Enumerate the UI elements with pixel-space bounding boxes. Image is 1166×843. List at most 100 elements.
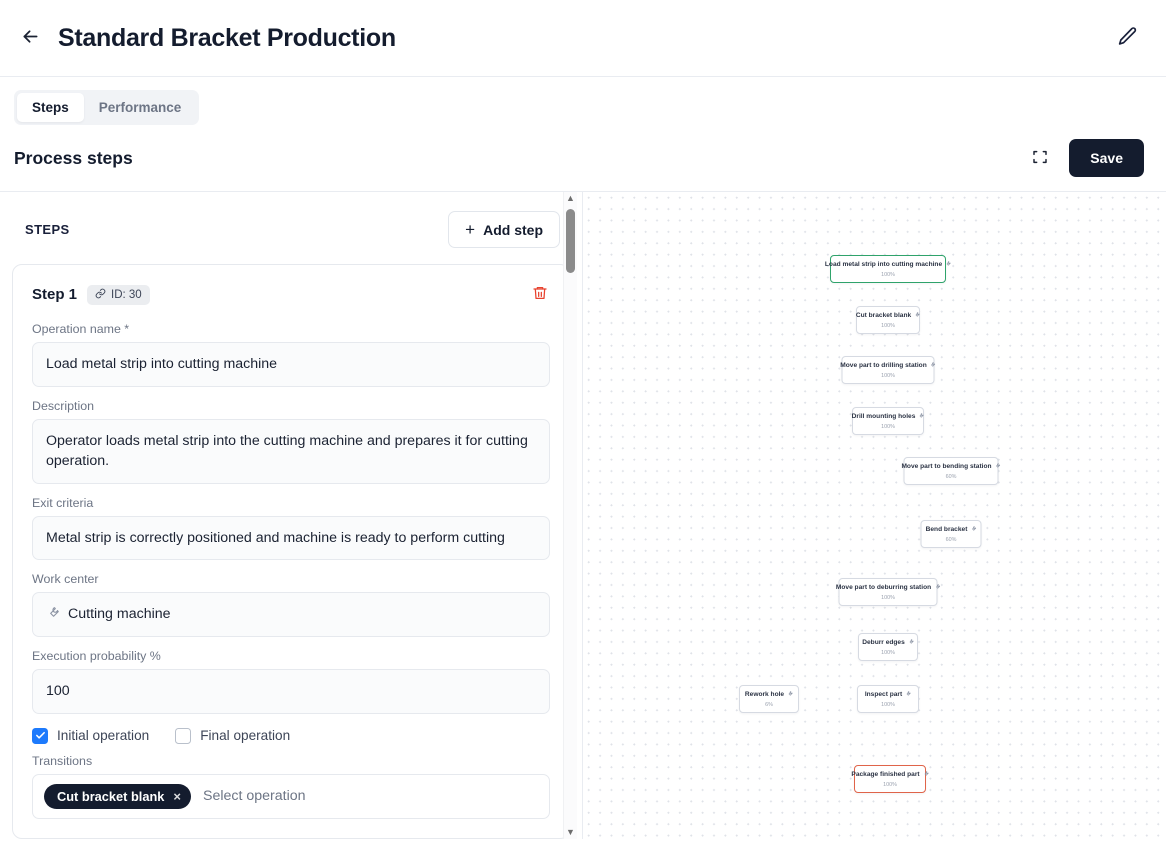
delete-step-button[interactable] xyxy=(530,283,550,306)
section-title: Process steps xyxy=(14,147,133,168)
steps-pane: STEPS + Add step Step 1 ID: 30 xyxy=(0,192,583,839)
tabs-container: Steps Performance xyxy=(0,77,1166,125)
wrench-icon xyxy=(923,770,929,780)
steps-heading: STEPS xyxy=(25,222,70,237)
flow-node-title: Drill mounting holes xyxy=(852,412,924,422)
scrollbar-thumb[interactable] xyxy=(566,209,575,273)
flow-node-title: Bend bracket xyxy=(926,525,976,535)
transitions-label: Transitions xyxy=(32,753,93,768)
wrench-icon xyxy=(930,361,936,371)
checkbox-final-operation[interactable]: Final operation xyxy=(175,727,291,744)
flow-node-probability: 100% xyxy=(883,781,897,788)
flow-node-title: Move part to drilling station xyxy=(840,361,936,371)
wrench-icon xyxy=(970,525,976,535)
main-split: STEPS + Add step Step 1 ID: 30 xyxy=(0,191,1166,839)
step-id-text: ID: 30 xyxy=(111,288,142,301)
wrench-icon xyxy=(995,462,1001,472)
work-center-input[interactable]: Cutting machine xyxy=(32,592,550,637)
step-number: Step 1 xyxy=(32,286,78,303)
trash-icon xyxy=(532,285,548,304)
scroll-up-icon[interactable]: ▲ xyxy=(566,193,575,203)
save-button[interactable]: Save xyxy=(1069,139,1144,177)
link-icon xyxy=(95,288,106,302)
flow-node-title: Package finished part xyxy=(851,770,929,780)
checkbox-initial-label: Initial operation xyxy=(57,728,150,744)
flow-node-probability: 60% xyxy=(945,473,957,480)
execution-probability-label: Execution probability % xyxy=(32,648,161,663)
tab-performance[interactable]: Performance xyxy=(84,93,197,122)
edit-button[interactable] xyxy=(1110,21,1144,55)
app-header: Standard Bracket Production xyxy=(0,0,1166,77)
checkbox-initial-operation[interactable]: Initial operation xyxy=(32,727,150,744)
add-step-label: Add step xyxy=(483,221,543,238)
description-label: Description xyxy=(32,398,94,413)
flow-node-probability: 100% xyxy=(881,372,895,379)
back-button[interactable] xyxy=(14,22,46,54)
steps-header: STEPS + Add step xyxy=(0,192,582,264)
exit-criteria-field: Exit criteria Metal strip is correctly p… xyxy=(32,496,550,561)
tab-steps[interactable]: Steps xyxy=(17,93,84,122)
step-card-header: Step 1 ID: 30 xyxy=(32,283,550,306)
operation-name-field: Operation name * Load metal strip into c… xyxy=(32,322,550,387)
steps-scrollbar[interactable]: ▲ ▼ xyxy=(563,192,577,839)
flow-node-title: Deburr edges xyxy=(862,638,914,648)
flow-node-probability: 100% xyxy=(881,594,895,601)
checkbox-initial-box xyxy=(32,727,48,744)
wrench-icon xyxy=(787,690,793,700)
fullscreen-button[interactable] xyxy=(1025,143,1055,173)
step-id-badge: ID: 30 xyxy=(87,284,150,305)
add-step-button[interactable]: + Add step xyxy=(448,211,560,248)
scrollbar-track[interactable] xyxy=(564,205,577,826)
operation-name-label: Operation name * xyxy=(32,322,130,336)
wrench-icon xyxy=(945,260,951,270)
step-card: Step 1 ID: 30 Operatio xyxy=(12,264,570,839)
flow-node-probability: 60% xyxy=(945,536,957,543)
plus-icon: + xyxy=(465,220,476,239)
flow-node-title: Cut bracket blank xyxy=(856,311,920,321)
flow-node-title: Rework hole xyxy=(745,690,793,700)
steps-scroll-region[interactable]: Step 1 ID: 30 Operatio xyxy=(0,264,582,839)
close-icon[interactable]: × xyxy=(173,788,181,804)
work-center-value: Cutting machine xyxy=(68,606,171,623)
execution-probability-field: Execution probability % 100 xyxy=(32,649,550,714)
transitions-placeholder: Select operation xyxy=(202,788,306,805)
transition-chip[interactable]: Cut bracket blank × xyxy=(44,783,191,809)
scroll-down-icon[interactable]: ▼ xyxy=(566,827,575,837)
wrench-icon xyxy=(908,638,914,648)
wrench-icon xyxy=(934,583,940,593)
wrench-icon xyxy=(905,690,911,700)
operation-flags-row: Initial operation Final operation xyxy=(32,727,550,744)
section-bar: Process steps Save xyxy=(0,125,1166,191)
checkbox-final-label: Final operation xyxy=(200,728,291,744)
exit-criteria-input[interactable]: Metal strip is correctly positioned and … xyxy=(32,515,550,561)
tab-bar: Steps Performance xyxy=(14,90,200,125)
work-center-field: Work center Cutting machine xyxy=(32,572,550,637)
checkbox-final-box xyxy=(175,727,192,744)
wrench-icon xyxy=(46,604,60,625)
flow-node-title: Move part to deburring station xyxy=(836,583,940,593)
execution-probability-input[interactable]: 100 xyxy=(32,668,550,714)
flow-canvas[interactable]: Load metal strip into cutting machine 100… xyxy=(583,192,1166,839)
work-center-label: Work center xyxy=(32,572,99,587)
flow-node-title: Inspect part xyxy=(865,690,911,700)
wrench-icon xyxy=(918,412,924,422)
flow-node-title: Move part to bending station xyxy=(901,462,1001,472)
flow-node-title: Load metal strip into cutting machine xyxy=(825,260,951,270)
page-title: Standard Bracket Production xyxy=(58,23,396,52)
transitions-input[interactable]: Cut bracket blank × Select operation xyxy=(32,773,550,819)
transition-chip-label: Cut bracket blank xyxy=(57,788,165,804)
description-input[interactable]: Operator loads metal strip into the cutt… xyxy=(32,418,550,484)
operation-name-input[interactable]: Load metal strip into cutting machine xyxy=(32,342,550,387)
flow-node-probability: 100% xyxy=(881,649,895,656)
